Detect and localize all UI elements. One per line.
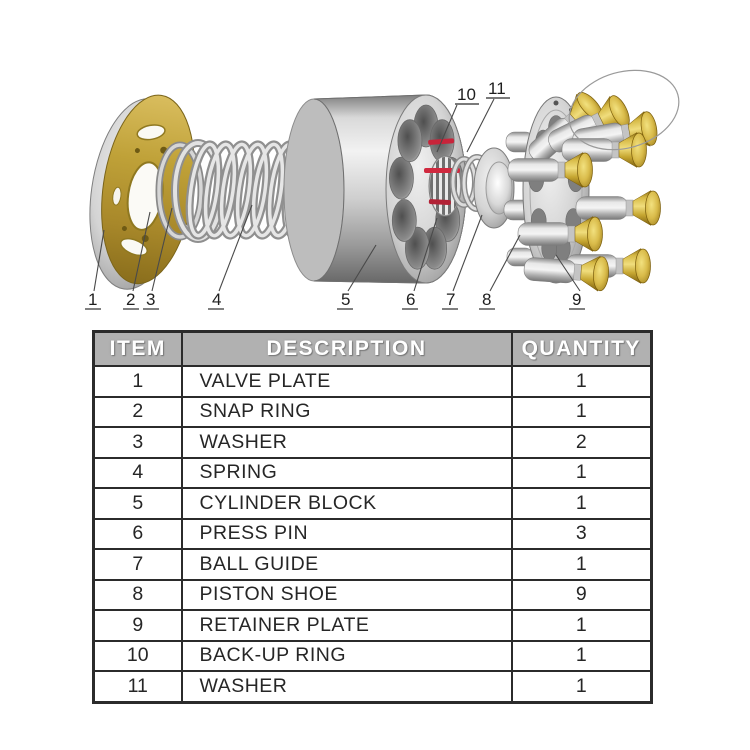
callout-3: 3 xyxy=(146,290,155,309)
item-cell: 6 xyxy=(92,517,183,550)
quantity-cell: 1 xyxy=(510,670,653,703)
callout-2: 2 xyxy=(126,290,135,309)
description-cell: PISTON SHOE xyxy=(180,578,513,611)
callout-1: 1 xyxy=(88,290,97,309)
snap-ring xyxy=(155,141,205,241)
item-cell: 1 xyxy=(92,365,183,398)
item-cell: 3 xyxy=(92,426,183,459)
description-cell: WASHER xyxy=(180,426,513,459)
item-cell: 2 xyxy=(92,395,183,428)
callout-9: 9 xyxy=(572,290,581,309)
header-item: ITEM xyxy=(92,330,183,367)
exploded-view-diagram: 1 2 3 4 5 6 7 8 9 10 11 xyxy=(85,69,680,310)
table-row: 9 RETAINER PLATE 1 xyxy=(92,609,653,642)
quantity-cell: 1 xyxy=(510,395,653,428)
callout-6: 6 xyxy=(406,290,415,309)
cylinder-block xyxy=(283,94,467,284)
description-cell: CYLINDER BLOCK xyxy=(180,487,513,520)
table-row: 6 PRESS PIN 3 xyxy=(92,517,653,550)
table-row: 1 VALVE PLATE 1 xyxy=(92,365,653,398)
description-cell: BACK-UP RING xyxy=(180,639,513,672)
item-cell: 9 xyxy=(92,609,183,642)
description-cell: PRESS PIN xyxy=(180,517,513,550)
quantity-cell: 3 xyxy=(510,517,653,550)
item-cell: 5 xyxy=(92,487,183,520)
description-cell: WASHER xyxy=(180,670,513,703)
quantity-cell: 1 xyxy=(510,609,653,642)
header-description: DESCRIPTION xyxy=(180,330,513,367)
callout-4: 4 xyxy=(212,290,221,309)
callouts: 1 2 3 4 5 6 7 8 9 10 11 xyxy=(85,79,585,310)
quantity-cell: 1 xyxy=(510,365,653,398)
table-row: 3 WASHER 2 xyxy=(92,426,653,459)
quantity-cell: 9 xyxy=(510,578,653,611)
item-cell: 7 xyxy=(92,548,183,581)
item-cell: 8 xyxy=(92,578,183,611)
callout-8: 8 xyxy=(482,290,491,309)
item-cell: 4 xyxy=(92,456,183,489)
ball-guide xyxy=(473,147,515,229)
callout-5: 5 xyxy=(341,290,350,309)
table-row: 4 SPRING 1 xyxy=(92,456,653,489)
quantity-cell: 2 xyxy=(510,426,653,459)
description-cell: SNAP RING xyxy=(180,395,513,428)
item-cell: 11 xyxy=(92,670,183,703)
quantity-cell: 1 xyxy=(510,548,653,581)
parts-table: ITEM DESCRIPTION QUANTITY 1 VALVE PLATE … xyxy=(92,330,653,704)
table-row: 7 BALL GUIDE 1 xyxy=(92,548,653,581)
item-cell: 10 xyxy=(92,639,183,672)
description-cell: SPRING xyxy=(180,456,513,489)
quantity-cell: 1 xyxy=(510,456,653,489)
table-row: 8 PISTON SHOE 9 xyxy=(92,578,653,611)
callout-11: 11 xyxy=(488,79,506,98)
quantity-cell: 1 xyxy=(510,639,653,672)
highlight-ellipse xyxy=(568,69,680,151)
table-row: 5 CYLINDER BLOCK 1 xyxy=(92,487,653,520)
quantity-cell: 1 xyxy=(510,487,653,520)
header-quantity: QUANTITY xyxy=(510,330,653,367)
callout-7: 7 xyxy=(446,290,455,309)
description-cell: RETAINER PLATE xyxy=(180,609,513,642)
callout-10: 10 xyxy=(457,85,476,104)
table-row: 2 SNAP RING 1 xyxy=(92,395,653,428)
table-body: 1 VALVE PLATE 1 2 SNAP RING 1 3 WASHER 2 xyxy=(92,365,653,703)
description-cell: VALVE PLATE xyxy=(180,365,513,398)
diagram-area: 1 2 3 4 5 6 7 8 9 10 11 xyxy=(0,0,750,330)
table-row: 11 WASHER 1 xyxy=(92,670,653,703)
table-row: 10 BACK-UP RING 1 xyxy=(92,639,653,672)
piston-shoes xyxy=(507,69,680,293)
description-cell: BALL GUIDE xyxy=(180,548,513,581)
table-header-row: ITEM DESCRIPTION QUANTITY xyxy=(92,330,653,367)
parts-table-wrap: ITEM DESCRIPTION QUANTITY 1 VALVE PLATE … xyxy=(92,330,653,704)
